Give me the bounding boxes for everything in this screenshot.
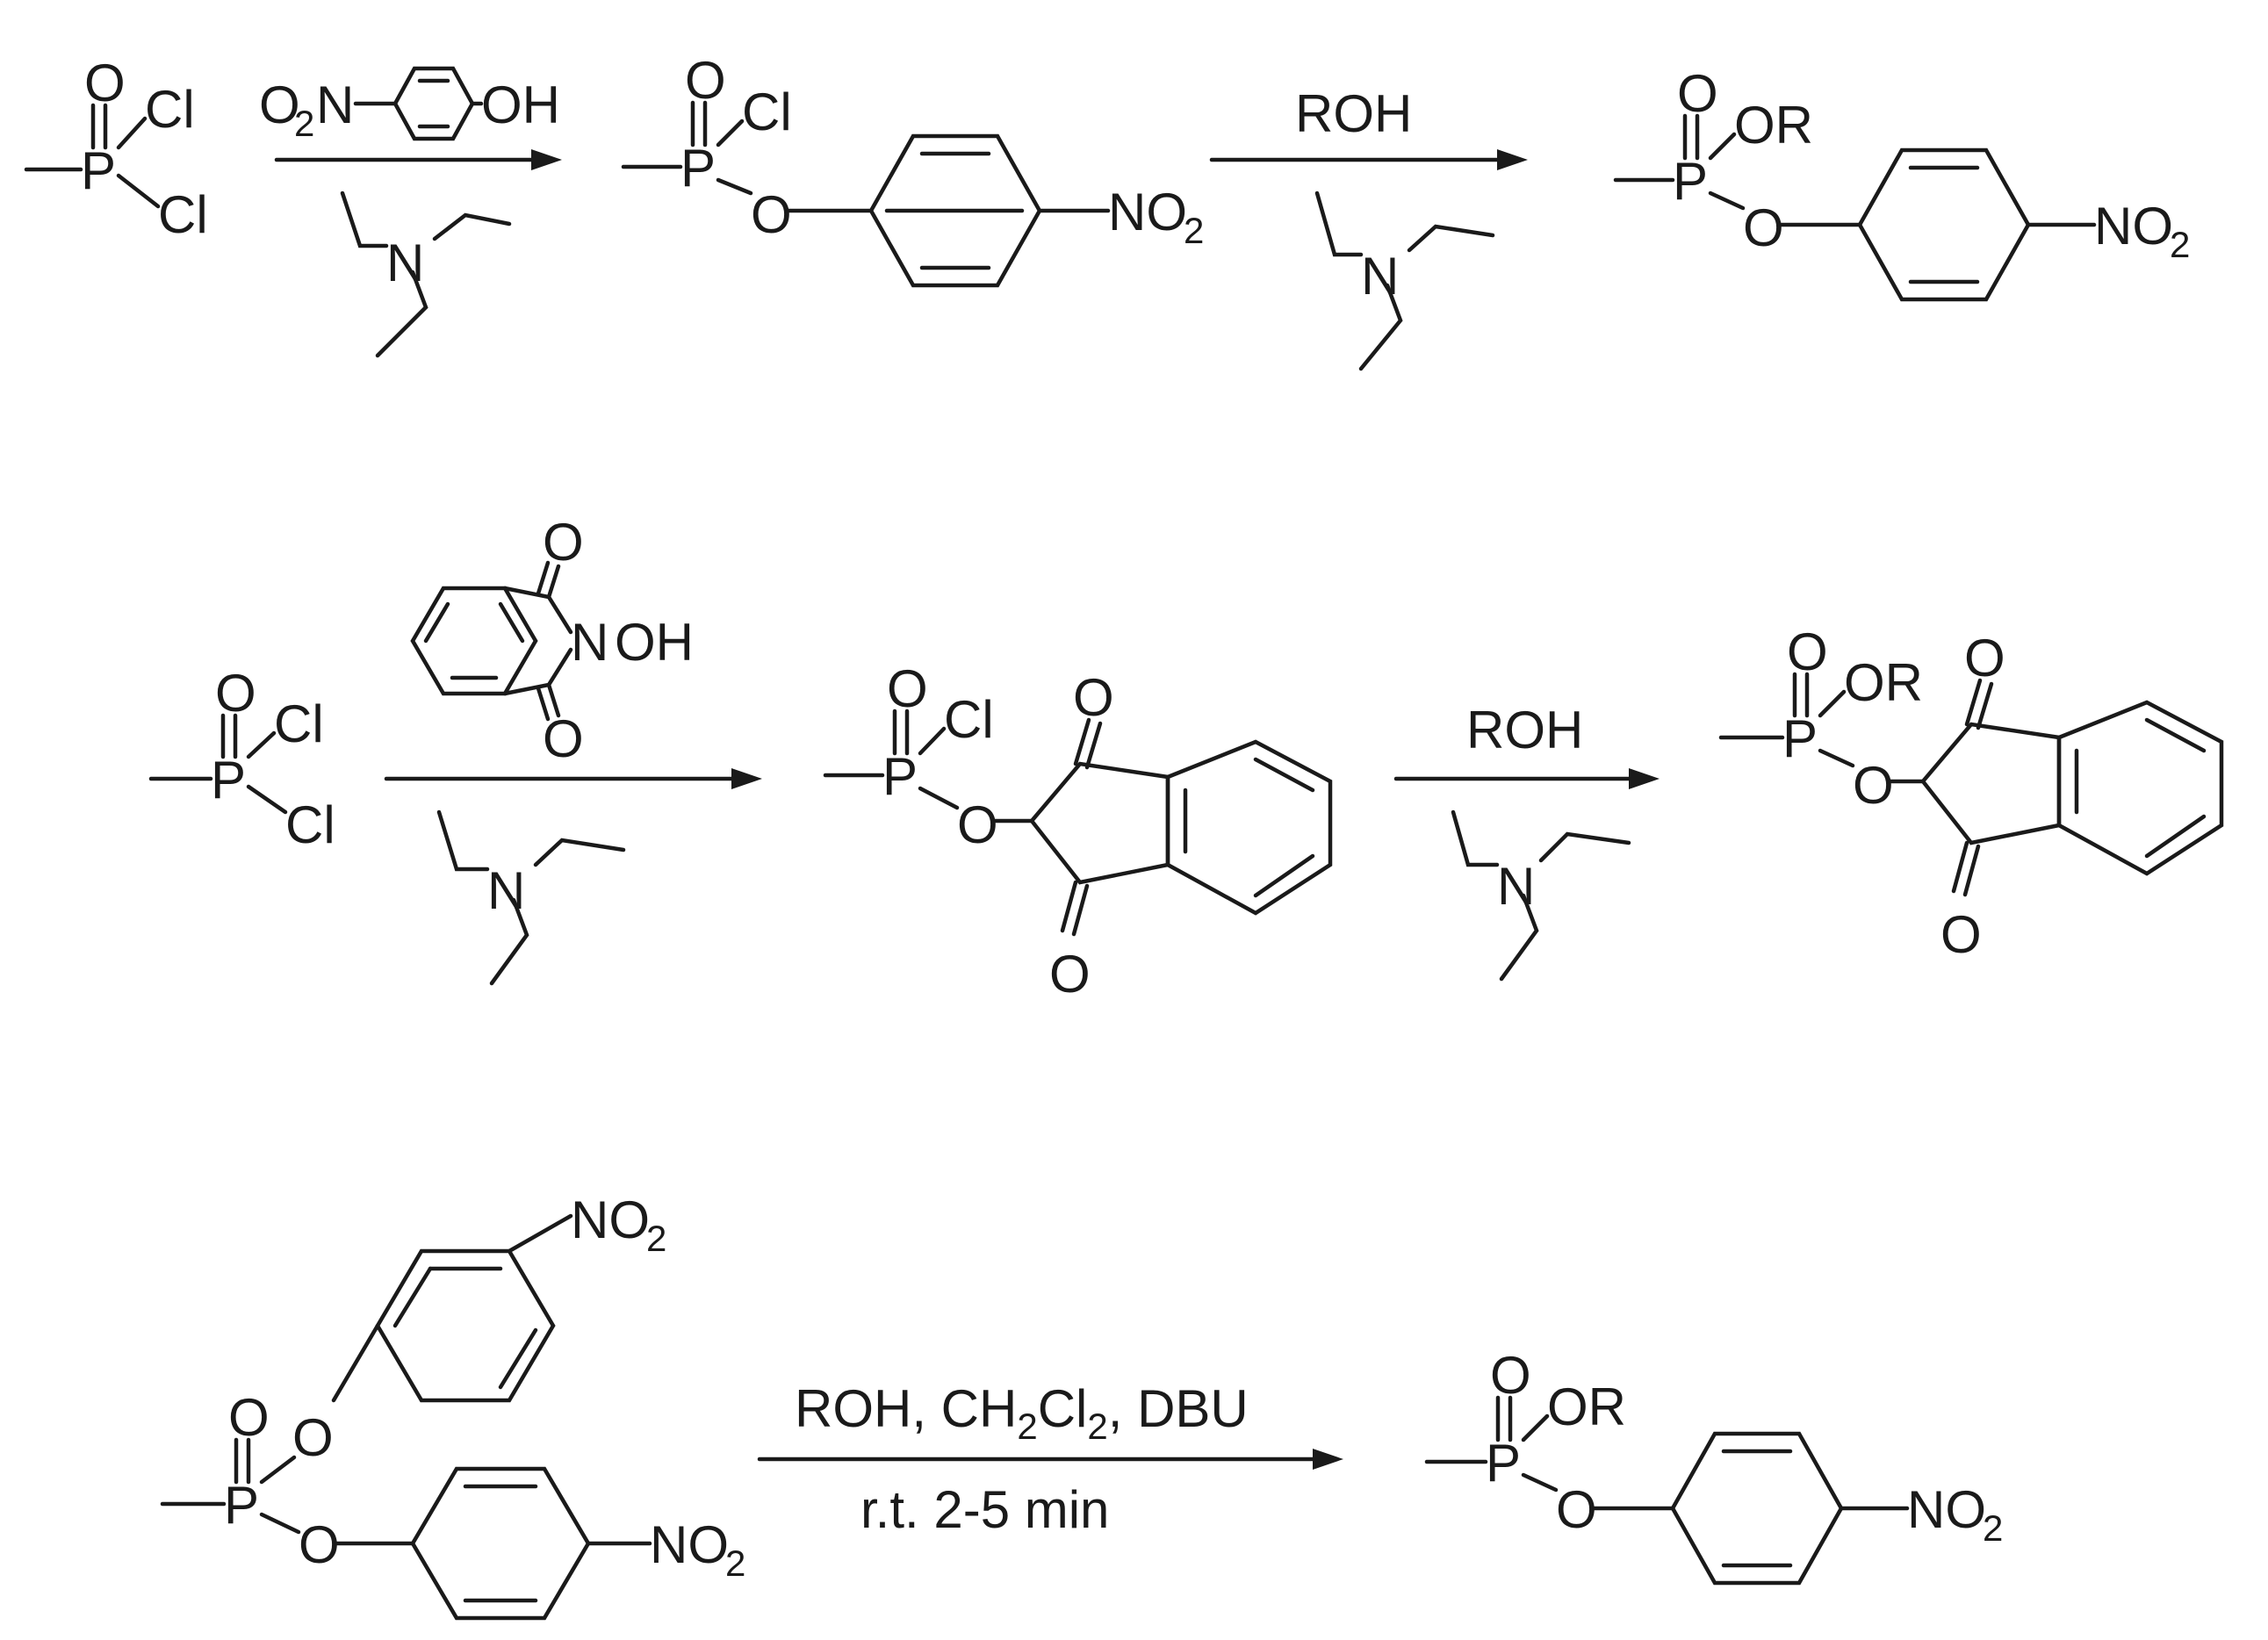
atom-o: O: [887, 659, 928, 718]
row-1: P O Cl Cl O 2 N OH: [24, 51, 2190, 371]
product-phosphonate-indandione: P O OR O O O: [1718, 622, 2224, 964]
subscript-2: 2: [2170, 224, 2190, 265]
reaction-arrow-5: ROH, CH2Cl2, DBU r.t. 2-5 min: [757, 1379, 1343, 1539]
atom-or: OR: [1734, 96, 1813, 155]
atom-no: NO: [571, 1190, 650, 1249]
atom-o: O: [299, 1515, 340, 1574]
atom-or: OR: [1844, 653, 1923, 712]
subscript-2: 2: [725, 1543, 745, 1584]
conditions-below: r.t. 2-5 min: [860, 1480, 1109, 1539]
conditions-part: ROH, CH: [795, 1379, 1017, 1438]
atom-o: O: [543, 513, 584, 572]
subscript: 2: [1087, 1406, 1107, 1447]
atom-oh: OH: [481, 76, 560, 134]
methylphosphonic-dichloride-2: P O Cl Cl: [148, 664, 335, 854]
atom-p: P: [1673, 152, 1708, 211]
intermediate-phosphonochloridate-nitrophenyl: P O Cl O NO 2: [621, 51, 1204, 288]
atom-no: NO: [1108, 183, 1187, 241]
atom-cl: Cl: [285, 795, 335, 854]
atom-no: NO: [2094, 197, 2173, 255]
atom-o: O: [228, 1388, 270, 1447]
atom-o: O: [1853, 756, 1894, 815]
atom-o: O: [543, 709, 584, 768]
product-phosphonate-nitrophenyl-1: P O OR O NO 2: [1613, 64, 2190, 302]
atom-n: N: [1497, 857, 1535, 916]
atom-o: O: [957, 795, 998, 854]
atom-o: O: [1743, 198, 1784, 257]
conditions-part: Cl: [1038, 1379, 1088, 1438]
atom-o: O: [259, 76, 300, 134]
atom-o: O: [1490, 1346, 1531, 1405]
atom-p: P: [224, 1476, 259, 1535]
reaction-arrow-3: [384, 768, 762, 789]
atom-o: O: [292, 1408, 334, 1467]
subscript-2: 2: [294, 103, 314, 144]
atom-n: N: [386, 234, 424, 292]
subscript-2: 2: [646, 1218, 666, 1259]
product-phosphonate-nitrophenyl-2: P O OR O NO 2: [1424, 1346, 2003, 1586]
reagent-roh: ROH: [1295, 84, 1412, 143]
reagent-n-hydroxyphthalimide: O O N OH: [410, 513, 694, 768]
intermediate-phosphonochloridate-indandione: P O Cl O O O: [823, 659, 1333, 1003]
atom-o: O: [215, 664, 256, 723]
atom-no: NO: [650, 1515, 729, 1574]
atom-o: O: [1964, 629, 2005, 687]
row-3: NO 2 O P O O NO 2 ROH, CH2Cl2, DBU: [160, 1190, 2003, 1621]
atom-o: O: [1940, 905, 1982, 964]
subscript-2: 2: [1983, 1507, 2003, 1549]
atom-o: O: [1677, 64, 1718, 123]
atom-p: P: [1782, 709, 1818, 768]
reagent-4-nitrophenol: O 2 N OH: [259, 66, 560, 144]
atom-o: O: [1073, 668, 1114, 727]
atom-or: OR: [1547, 1377, 1626, 1436]
row-2: P O Cl Cl O O N OH: [148, 513, 2224, 1003]
conditions-above: ROH, CH2Cl2, DBU: [795, 1379, 1249, 1447]
triethylamine-4: N: [1451, 809, 1631, 982]
reaction-arrow-2: ROH: [1209, 84, 1528, 170]
atom-o: O: [751, 185, 792, 244]
atom-cl: Cl: [742, 83, 792, 141]
atom-cl: Cl: [158, 185, 208, 244]
reaction-arrow-1: [274, 149, 562, 170]
atom-n: N: [316, 76, 354, 134]
subscript-2: 2: [1184, 210, 1204, 251]
triethylamine-2: N: [1314, 191, 1495, 371]
methylphosphonic-dichloride-1: P O Cl Cl: [24, 54, 208, 244]
atom-o: O: [1787, 622, 1828, 681]
atom-no: NO: [1907, 1480, 1986, 1539]
atom-o: O: [84, 54, 126, 112]
atom-n: N: [1361, 247, 1399, 306]
atom-p: P: [680, 139, 716, 198]
atom-oh: OH: [615, 613, 694, 672]
atom-p: P: [882, 747, 918, 806]
atom-cl: Cl: [944, 690, 994, 749]
atom-cl: Cl: [145, 80, 195, 139]
triethylamine-1: N: [340, 191, 512, 358]
subscript: 2: [1017, 1406, 1037, 1447]
atom-p: P: [81, 141, 116, 200]
atom-o: O: [1556, 1480, 1597, 1539]
reaction-arrow-4: ROH: [1393, 701, 1660, 789]
reagent-roh: ROH: [1466, 701, 1583, 759]
atom-o: O: [1049, 945, 1091, 1003]
atom-cl: Cl: [274, 694, 324, 753]
atom-o: O: [685, 51, 726, 110]
atom-p: P: [1486, 1434, 1521, 1493]
bis-nitrophenyl-methylphosphonate: NO 2 O P O O NO 2: [160, 1190, 745, 1621]
atom-n: N: [571, 613, 608, 672]
conditions-part: , DBU: [1108, 1379, 1249, 1438]
atom-n: N: [487, 861, 525, 920]
atom-p: P: [211, 751, 246, 809]
triethylamine-3: N: [436, 809, 626, 986]
